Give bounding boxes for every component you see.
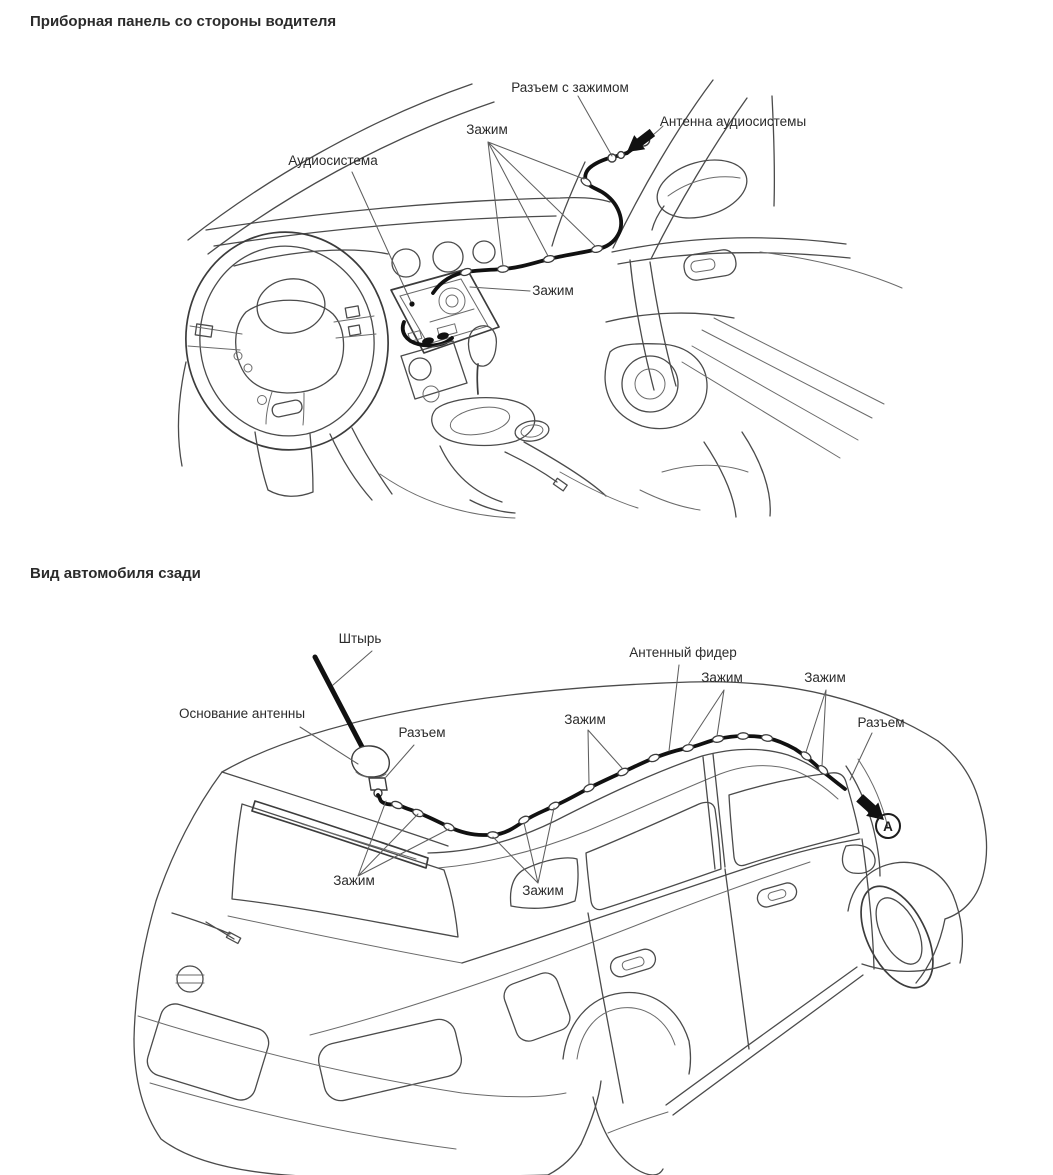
- antenna-connector: [616, 150, 626, 160]
- cable-clip: [760, 734, 774, 742]
- label-connector-with-clip: Разъем с зажимом: [511, 80, 629, 95]
- cable-clip: [681, 743, 695, 753]
- cable-clip: [736, 732, 750, 740]
- windshield-lines: [187, 79, 776, 260]
- label-mast: Штырь: [338, 631, 382, 646]
- rear-wheel-arch: [562, 991, 692, 1075]
- label-clip-roof-mid: Зажим: [701, 670, 743, 685]
- cable-clip: [800, 751, 812, 761]
- door-mirror-rear: [841, 844, 876, 875]
- direction-arrow-icon: [856, 794, 884, 820]
- label-antenna-base: Основание антенны: [178, 706, 306, 721]
- leader-lines-dash: [351, 95, 613, 303]
- label-connector-rear: Разъем: [398, 725, 446, 740]
- door-speaker: [621, 355, 679, 413]
- base-connector: [368, 777, 388, 791]
- antenna-connector: [607, 153, 617, 163]
- leader-dot: [409, 301, 415, 307]
- rear-door-window: [585, 801, 722, 911]
- door-mirror: [651, 159, 748, 231]
- tail-light: [318, 1018, 462, 1102]
- diagram2-title: Вид автомобиля сзади: [30, 565, 201, 582]
- quarter-window: [509, 857, 579, 909]
- roof-antenna: [312, 654, 390, 798]
- front-door-panel: [604, 237, 903, 459]
- dashboard-top: [205, 196, 611, 278]
- cable-clip: [648, 753, 660, 763]
- rear-wiper: [171, 912, 235, 940]
- audio-head-unit: [390, 268, 500, 354]
- label-clip-center: Зажим: [564, 712, 606, 727]
- door-handle: [609, 948, 657, 978]
- diagram1-title: Приборная панель со стороны водителя: [30, 13, 337, 30]
- dashboard-diagram: [177, 79, 903, 519]
- view-marker-letter: A: [883, 818, 893, 834]
- cable-clip: [583, 783, 595, 793]
- cable-clip: [486, 831, 500, 839]
- label-clip-fan: Зажим: [466, 122, 508, 137]
- cable-clip: [817, 764, 829, 776]
- cable-clip: [617, 767, 629, 777]
- label-audio-antenna: Антенна аудиосистемы: [659, 114, 807, 129]
- tailgate: [137, 800, 567, 1150]
- view-marker-a: A: [875, 813, 901, 839]
- center-console: [379, 325, 639, 519]
- cable-clip: [580, 177, 592, 187]
- direction-arrow-icon: [627, 128, 656, 152]
- seat-lines: [639, 431, 771, 518]
- cable-clip: [391, 800, 403, 810]
- antenna-base: [351, 745, 390, 778]
- steering-wheel: [185, 231, 389, 497]
- cable-clip: [460, 267, 472, 277]
- label-clip-rear-group: Зажим: [333, 873, 375, 888]
- door-handle: [756, 882, 798, 908]
- cable-clip: [443, 822, 455, 832]
- spoiler: [251, 800, 429, 869]
- label-clip-bottom-group: Зажим: [522, 883, 564, 898]
- cable-clip: [542, 254, 556, 264]
- label-antenna-feeder: Антенный фидер: [629, 645, 737, 660]
- roof-antenna-cable: [376, 732, 847, 839]
- label-clip-roof-front: Зажим: [804, 670, 846, 685]
- cable-clip: [711, 735, 725, 743]
- brand-emblem: [176, 965, 204, 993]
- cable-clip: [548, 801, 560, 811]
- lower-dash-lines: [177, 361, 393, 501]
- front-wheel: [860, 885, 934, 989]
- label-audio-system: Аудиосистема: [288, 153, 378, 168]
- label-connector-front: Разъем: [857, 715, 905, 730]
- door-handle: [683, 249, 737, 281]
- leader-lines-rear: [299, 650, 873, 884]
- fuel-door: [503, 972, 571, 1042]
- cable-loop: [400, 320, 454, 348]
- car-body: [133, 681, 988, 1175]
- antenna-cable-dash: [431, 125, 664, 295]
- rear-view-diagram: [133, 650, 988, 1175]
- license-recess: [146, 1003, 270, 1101]
- cable-clip: [412, 808, 424, 818]
- cable-clip: [590, 244, 604, 254]
- label-clip-radio: Зажим: [532, 283, 574, 298]
- cable-clip: [518, 815, 530, 825]
- side-body: [309, 753, 876, 1175]
- front-door-window: [728, 772, 860, 867]
